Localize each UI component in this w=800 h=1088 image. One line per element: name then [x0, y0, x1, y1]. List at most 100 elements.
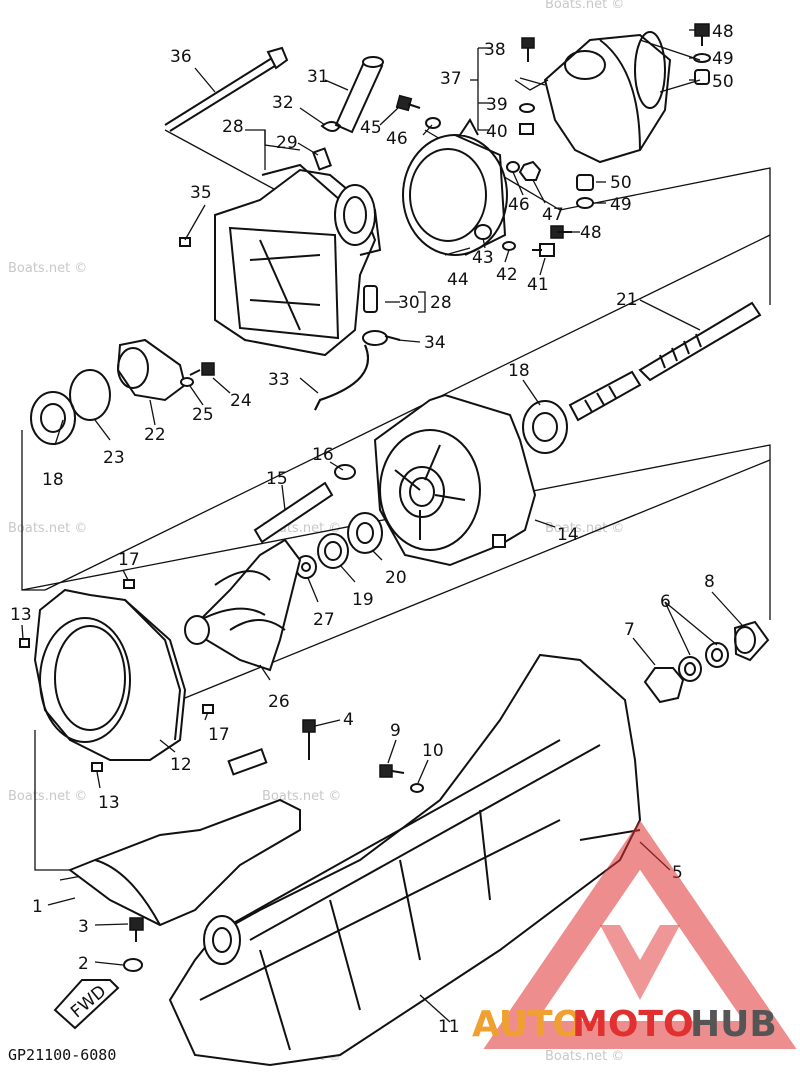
callout-12: 12	[170, 755, 192, 775]
watermark: Boats.net ©	[8, 789, 87, 804]
callout-40: 40	[486, 122, 508, 142]
callout-19: 19	[352, 590, 374, 610]
callout-labels: 36 31 32 28 29 35 38 37 39 40 45 46 46 4…	[10, 22, 734, 1037]
part-45-bolt	[395, 94, 421, 112]
callout-4: 4	[343, 710, 354, 730]
part-24-bolt	[189, 362, 215, 376]
callout-27: 27	[313, 610, 335, 630]
part-5-rod	[579, 829, 641, 841]
part-12-intake-housing	[33, 588, 187, 761]
part-39-washer	[519, 103, 535, 113]
callout-34: 34	[424, 333, 446, 353]
callout-49: 49	[610, 195, 632, 215]
callout-30: 30	[398, 293, 420, 313]
callout-8: 8	[704, 572, 715, 592]
part-35-pin	[179, 237, 191, 247]
logo-text-auto: AUTO	[472, 1004, 583, 1045]
part-26-impeller	[184, 538, 302, 672]
callout-1: 1	[32, 897, 43, 917]
callout-17: 17	[118, 550, 140, 570]
callout-33: 33	[268, 370, 290, 390]
part-8-cap	[733, 620, 770, 662]
part-33-hose	[314, 344, 369, 411]
callout-28: 28	[430, 293, 452, 313]
callout-41: 41	[527, 275, 549, 295]
part-11-hull	[168, 653, 642, 1067]
callout-46: 46	[508, 195, 530, 215]
part-18-bearing	[30, 391, 568, 454]
callout-29: 29	[276, 133, 298, 153]
part-19-seal	[317, 533, 349, 569]
callout-26: 26	[268, 692, 290, 712]
part-4-fitting	[302, 719, 316, 760]
callout-50: 50	[610, 173, 632, 193]
logo-text-moto: MOTO	[572, 1004, 694, 1045]
part-41-bolt	[532, 243, 555, 257]
callout-39: 39	[486, 95, 508, 115]
callout-15: 15	[266, 469, 288, 489]
part-2-washer	[123, 958, 143, 972]
callout-14: 14	[557, 525, 579, 545]
watermark: Boats.net ©	[8, 261, 87, 276]
part-28-housing	[214, 163, 382, 357]
callout-21: 21	[616, 290, 638, 310]
watermark: Boats.net ©	[545, 0, 624, 12]
callout-10: 10	[422, 741, 444, 761]
part-20-seal	[347, 512, 383, 554]
callout-3: 3	[78, 917, 89, 937]
callout-35: 35	[190, 183, 212, 203]
callout-46: 46	[386, 129, 408, 149]
part-13-pin	[19, 638, 103, 772]
callout-49: 49	[712, 49, 734, 69]
callout-7: 7	[624, 620, 635, 640]
callout-13: 13	[98, 793, 120, 813]
watermark: Boats.net ©	[8, 521, 87, 536]
part-10-washer	[410, 783, 424, 793]
part-34-clamp	[362, 330, 401, 346]
drawing-code: GP21100-6080	[8, 1046, 116, 1064]
part-31-tube	[334, 56, 384, 134]
callout-42: 42	[496, 265, 518, 285]
part-25-washer	[180, 377, 194, 387]
callout-48: 48	[712, 22, 734, 42]
part-3-bolt	[129, 917, 144, 942]
part-36-stud-bolt	[164, 46, 289, 132]
callout-2: 2	[78, 954, 89, 974]
part-40-nut	[519, 123, 534, 135]
callout-28: 28	[222, 117, 244, 137]
part-21-drive-shaft	[568, 301, 762, 422]
callout-5: 5	[672, 863, 683, 883]
logo-triangle-icon	[483, 820, 797, 1049]
callout-44: 44	[447, 270, 469, 290]
part-14-pump-housing	[373, 393, 537, 567]
watermark: Boats.net ©	[545, 521, 624, 536]
part-30-bushing	[363, 285, 378, 313]
logo-text-hub: HUB	[690, 1004, 777, 1045]
callout-18: 18	[42, 470, 64, 490]
watermark: Boats.net ©	[545, 1049, 624, 1064]
part-46-washer	[425, 117, 520, 173]
callout-11: 11	[438, 1017, 460, 1037]
part-38-bolt	[521, 37, 535, 62]
part-48-bolt	[550, 23, 710, 239]
callout-24: 24	[230, 391, 252, 411]
callout-9: 9	[390, 721, 401, 741]
callout-36: 36	[170, 47, 192, 67]
part-43-bushing	[474, 224, 492, 240]
part-47-nut	[518, 160, 542, 181]
part-15-tube	[253, 481, 334, 544]
part-27-washer	[295, 555, 317, 579]
callout-13: 13	[10, 605, 32, 625]
part-37-deflector	[543, 31, 672, 164]
callout-6: 6	[660, 592, 671, 612]
part-1-cover	[67, 747, 301, 927]
callout-22: 22	[144, 425, 166, 445]
callout-45: 45	[360, 118, 382, 138]
callout-37: 37	[440, 69, 462, 89]
part-42-washer	[502, 241, 516, 251]
callout-48: 48	[580, 223, 602, 243]
part-7-coupler	[643, 667, 685, 704]
part-9-bolt	[379, 764, 405, 778]
part-23-o-ring	[69, 369, 111, 421]
